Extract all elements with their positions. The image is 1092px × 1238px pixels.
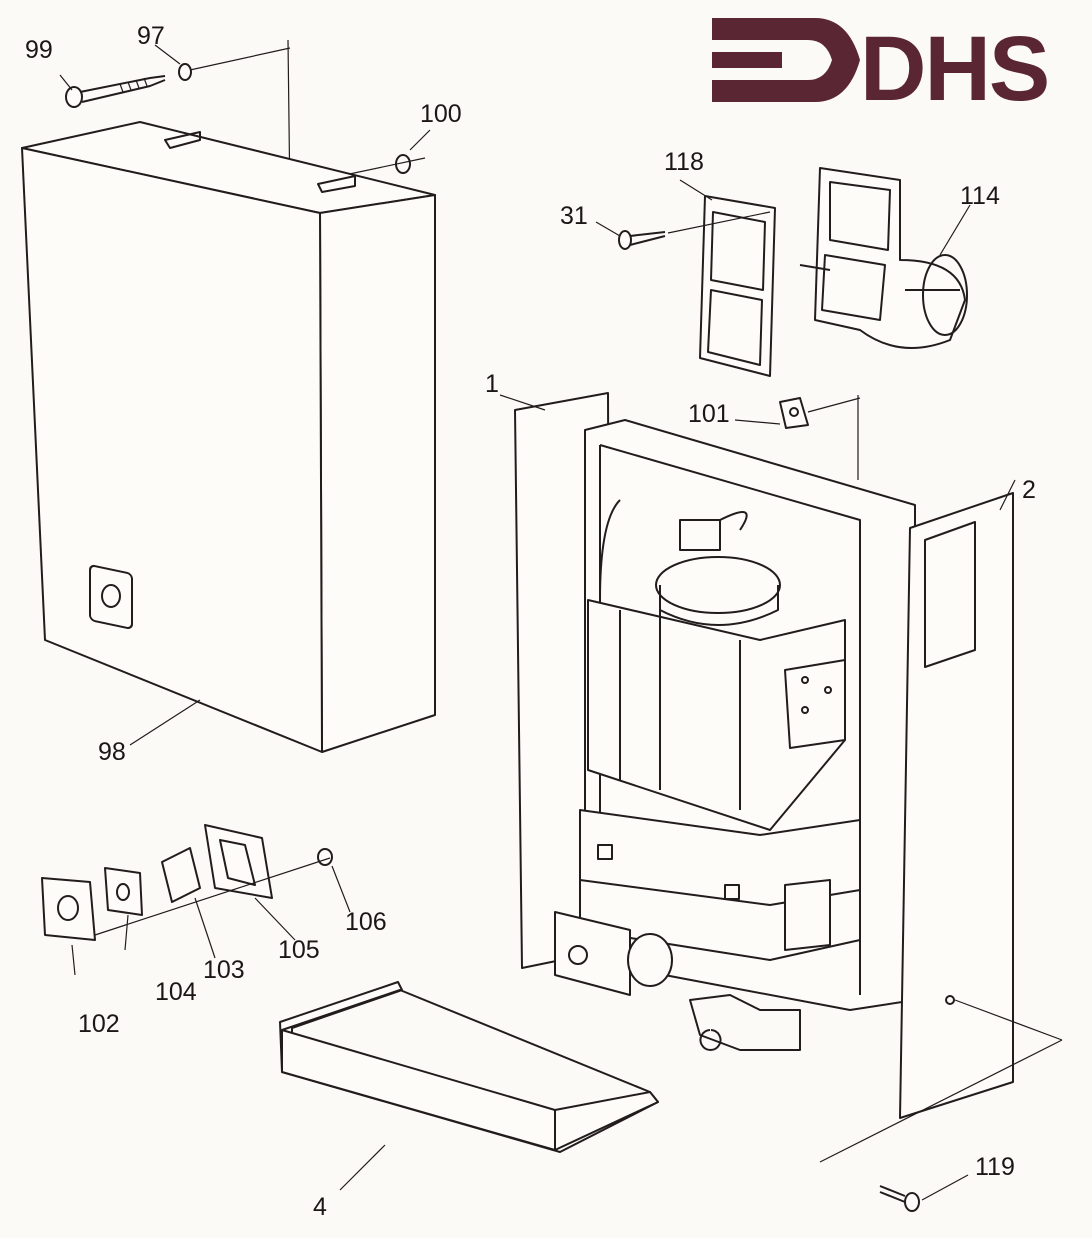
label-100: 100 (420, 100, 462, 128)
bracket-101 (734, 395, 861, 480)
screw-31 (595, 211, 771, 250)
label-101: 101 (688, 400, 730, 428)
label-105: 105 (278, 936, 320, 964)
label-98: 98 (98, 738, 126, 766)
part-labels: 99 97 100 98 118 31 114 1 101 2 106 105 … (25, 22, 1036, 1221)
dhs-logo: DHS (712, 18, 1050, 120)
label-1: 1 (485, 370, 499, 398)
label-2: 2 (1022, 476, 1036, 504)
gasket-118 (679, 179, 776, 377)
fan-114 (799, 167, 971, 349)
heater-chassis (554, 419, 916, 1051)
label-97: 97 (137, 22, 165, 50)
label-102: 102 (78, 1010, 120, 1038)
label-114: 114 (960, 182, 1000, 210)
side-panel-2 (819, 479, 1063, 1163)
label-119: 119 (975, 1153, 1015, 1181)
label-99: 99 (25, 36, 53, 64)
logo-text: DHS (860, 18, 1048, 120)
label-118: 118 (664, 148, 704, 176)
label-4: 4 (313, 1193, 327, 1221)
knob-assembly-parts (41, 824, 351, 976)
bottom-cover-4 (279, 981, 659, 1191)
casing-98 (21, 121, 436, 753)
label-31: 31 (560, 202, 588, 230)
label-103: 103 (203, 956, 245, 984)
label-104: 104 (155, 978, 197, 1006)
screw-99 (59, 44, 291, 108)
screw-119 (879, 1174, 969, 1212)
label-106: 106 (345, 908, 387, 936)
